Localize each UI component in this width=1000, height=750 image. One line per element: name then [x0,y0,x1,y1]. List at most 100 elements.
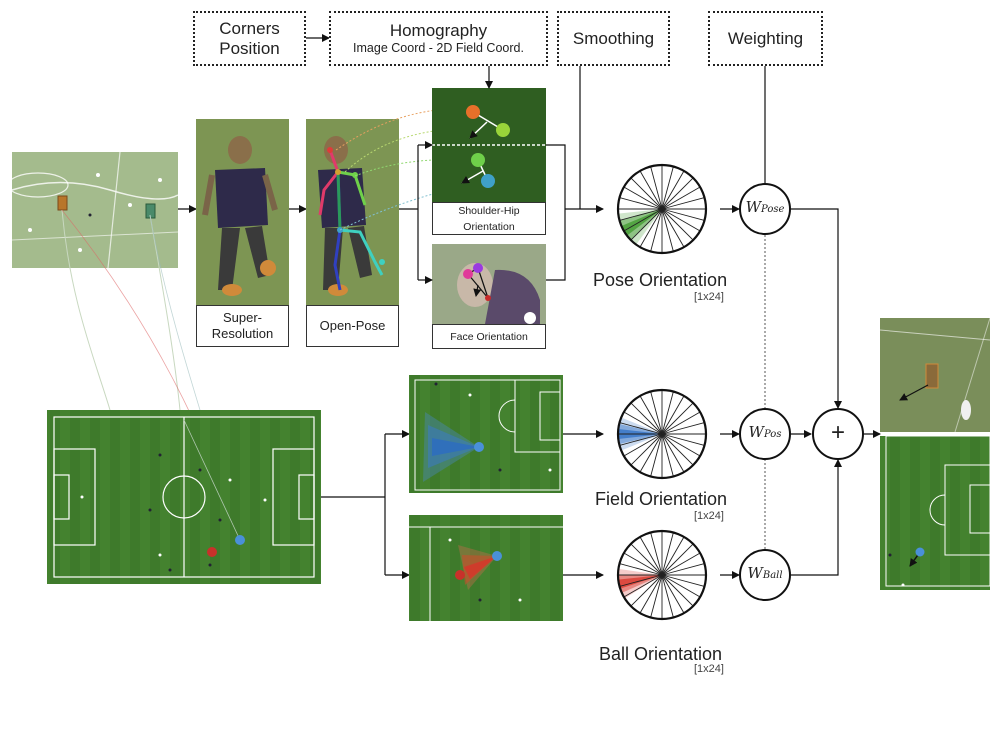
polar-spoke [623,433,663,457]
polar-spoke [661,208,701,232]
polar-spoke [661,208,705,221]
polar-spoke [639,395,663,435]
ball-zoom-marker [455,570,465,580]
open-pose-label: Open-Pose [306,305,399,347]
polar-spoke [630,433,663,466]
weight-pos-label: WPos [748,423,782,441]
polar-spoke [650,574,663,618]
combine-symbol: + [830,419,845,446]
polar-spoke [661,197,705,210]
polar-spoke [630,177,663,210]
selected-player-box [57,195,68,211]
polar-spoke [661,433,685,473]
polar-spoke [639,536,663,576]
polar-spoke [661,552,701,576]
polar-spoke [661,433,694,466]
openpose-crop [306,119,399,305]
polar-spoke [623,574,663,598]
polar-spoke [650,532,663,576]
face-orientation-panel [432,244,546,324]
polar-spoke [639,170,663,210]
polar-spoke [623,186,663,210]
neck-marker [496,123,510,137]
polar-spoke [630,402,663,435]
orientation-wedge [621,209,662,236]
polar-spoke [661,532,674,576]
polar-spoke [623,411,663,435]
pose-orientation-size: [1x24] [694,291,724,303]
polar-spoke [661,208,685,248]
ball-orientation-size: [1x24] [694,663,724,675]
polar-spoke [661,574,685,614]
polar-spoke [619,197,663,210]
tactical-field-map [47,410,321,584]
polar-spoke [661,170,685,210]
polar-spoke [619,208,663,221]
hip-marker [481,174,495,188]
ball-marker [207,547,217,557]
field-orientation-zoom [409,375,563,493]
smoothing-label: Smoothing [572,28,655,48]
weighting-label: Weighting [727,28,804,48]
polar-spoke [619,422,663,435]
polar-spoke [661,391,674,435]
polar-spoke [661,433,701,457]
polar-spoke [650,208,663,252]
polar-ring [616,163,708,255]
polar-spoke [650,166,663,210]
polar-spoke [661,208,674,252]
polar-spoke [661,208,694,241]
face-orientation-label: Face Orientation [432,324,546,349]
polar-spoke [630,543,663,576]
pose-orientation-title: Pose Orientation [593,270,728,290]
super-resolution-crop [196,119,289,305]
broadcast-frame [7,151,179,269]
polar-spoke [650,433,663,477]
polar-spoke [619,433,663,446]
polar-ring [616,529,708,621]
polar-spoke [639,433,663,473]
nose-marker [466,105,480,119]
output-panel [879,317,991,590]
orientation-wedge [618,575,662,589]
polar-spoke [630,208,663,241]
ball-orientation-polar [616,529,708,621]
polar-spoke [650,391,663,435]
polar-spoke [661,177,694,210]
super-resolution-label: Super- Resolution [196,305,289,347]
polar-spoke [661,574,694,607]
polar-spoke [661,186,701,210]
ball-orientation-zoom [409,515,563,621]
polar-spoke [623,208,663,232]
polar-spoke [661,563,705,576]
polar-ring [616,388,708,480]
field-orientation-polar [616,388,708,480]
polar-spoke [639,208,663,248]
corners-line2: Position [219,38,280,58]
polar-spoke [661,166,674,210]
weight-ball-label: WBall [747,564,783,582]
polar-spoke [661,574,705,587]
polar-spoke [661,574,674,618]
polar-spoke [661,433,674,477]
polar-spoke [661,574,701,598]
smoothing-box: Smoothing [557,11,670,66]
shoulder-marker [471,153,485,167]
field-orientation-size: [1x24] [694,510,724,522]
output-player-marker [915,547,925,557]
polar-spoke [639,574,663,614]
weighting-box: Weighting [708,11,823,66]
corners-position-box: Corners Position [193,11,306,66]
polar-spoke [661,402,694,435]
weight-pose-label: WPose [745,198,785,216]
field-orientation-title: Field Orientation [595,489,728,509]
polar-spoke [661,422,705,435]
polar-spoke [661,433,705,446]
polar-spoke [619,563,663,576]
polar-spoke [661,543,694,576]
corners-line1: Corners [219,18,280,38]
homography-box: Homography Image Coord - 2D Field Coord. [329,11,548,66]
polar-spoke [619,574,663,587]
homography-title: Homography [389,21,488,40]
